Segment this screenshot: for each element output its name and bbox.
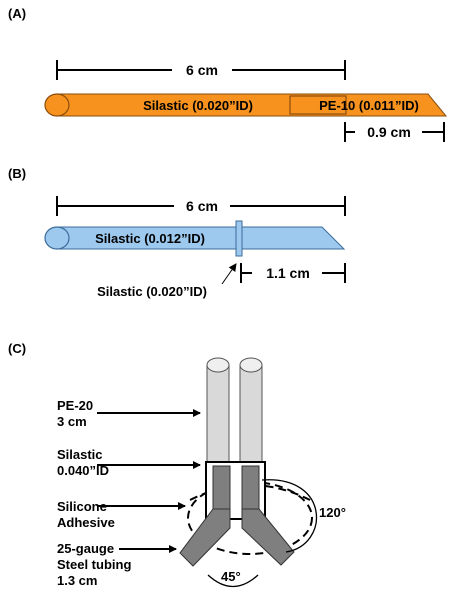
panel-c-angle-narrow-arc xyxy=(207,574,259,588)
panel-b-label: (B) xyxy=(8,166,26,181)
panel-c-silastic-label: Silastic 0.040”ID xyxy=(57,447,109,478)
panel-a-length-label: 6 cm xyxy=(186,62,218,78)
panel-c-pe20-label: PE-20 3 cm xyxy=(57,398,97,429)
panel-b-tip-dimension xyxy=(240,263,346,283)
panel-c-adhesive-label: Silicone Adhesive xyxy=(57,499,115,530)
panel-c-adhesive-top-curve xyxy=(189,484,311,501)
panel-b-sleeve-label: Silastic (0.020”ID) xyxy=(97,284,207,299)
panel-c-label: (C) xyxy=(8,341,26,356)
panel-a-insert-label: PE-10 (0.011”ID) xyxy=(319,98,419,113)
panel-c-angle-wide-arc xyxy=(261,479,318,553)
panel-b-sleeve-pointer xyxy=(221,263,237,285)
panel-b-silastic-sleeve xyxy=(235,220,243,257)
panel-c-steel-inner-right xyxy=(241,465,260,513)
panel-c-steel-inner-left xyxy=(212,465,231,513)
panel-b-length-label: 6 cm xyxy=(186,198,218,214)
panel-c-steel-label: 25-gauge Steel tubing 1.3 cm xyxy=(57,541,135,588)
panel-b-tube-label: Silastic (0.012”ID) xyxy=(95,231,205,246)
panel-c-steel-tube-right xyxy=(241,508,295,566)
panel-a-label: (A) xyxy=(8,6,26,21)
panel-b-tube-end xyxy=(44,226,70,250)
panel-c-pe20-tube-left xyxy=(206,357,230,476)
panel-c-pe20-tube-right xyxy=(239,357,263,476)
panel-a-insert-length-label: 0.9 cm xyxy=(367,124,411,140)
panel-b-length-dimension xyxy=(56,196,346,216)
panel-c-angle-narrow-label: 45° xyxy=(221,569,241,584)
panel-c-angle-wide-label: 120° xyxy=(319,505,346,520)
panel-a-insert-dimension xyxy=(344,122,445,142)
panel-c-steel-tube-left xyxy=(179,508,231,567)
panel-a-length-dimension xyxy=(56,60,346,80)
panel-a-pe10-insert xyxy=(289,95,347,115)
panel-a-tube-label: Silastic (0.020”ID) xyxy=(143,98,253,113)
panel-b-tip-length-label: 1.1 cm xyxy=(266,265,310,281)
panel-a-tube-end xyxy=(44,93,70,117)
